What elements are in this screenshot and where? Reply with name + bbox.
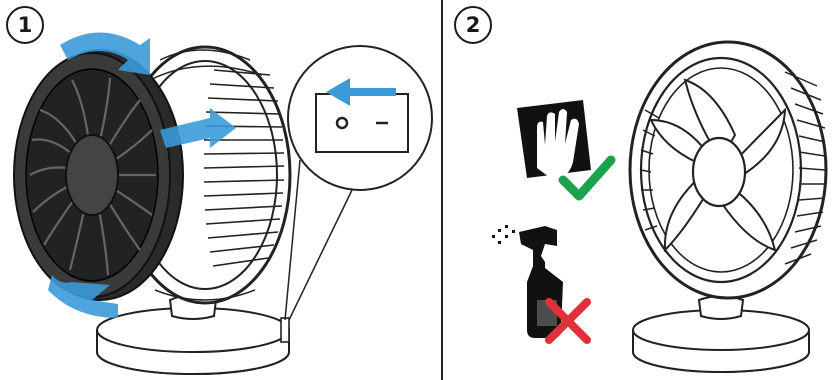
step-2-panel: 2 [445, 0, 833, 380]
panel-divider [441, 0, 443, 380]
fan-cleaning-illustration [445, 0, 833, 380]
power-switch [316, 94, 408, 152]
switch-off-symbol [337, 118, 347, 128]
step-1-panel: 1 [0, 0, 440, 380]
fan-front-cover-removal-illustration [0, 0, 440, 380]
fan-hub [693, 138, 745, 206]
spray-bottle-cross-icon [492, 225, 587, 340]
cloth-wipe-check-icon [517, 100, 611, 196]
front-cover-hub [66, 135, 118, 215]
fan-front-cover [14, 50, 183, 300]
base-switch [281, 318, 289, 342]
switch-zoom-callout [285, 46, 432, 320]
fan-uncovered [630, 42, 826, 372]
